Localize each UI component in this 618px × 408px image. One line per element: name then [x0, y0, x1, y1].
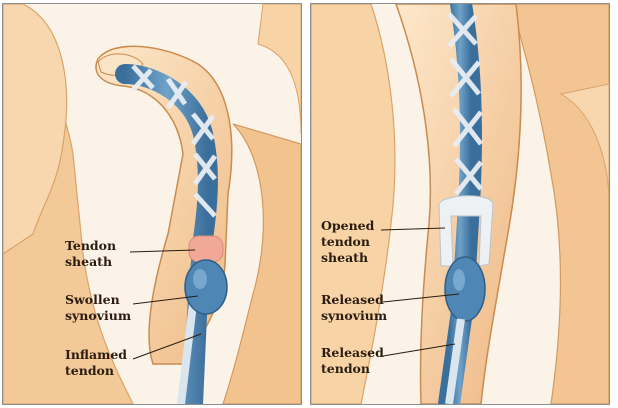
- label-released-synovium: Released synovium: [321, 292, 387, 324]
- label-inflamed-tendon: Inflamed tendon: [65, 347, 127, 379]
- tendon-sheath-shape: [189, 236, 223, 262]
- before-release-illustration: [3, 4, 301, 404]
- swollen-synovium-shape: [185, 260, 227, 314]
- label-swollen-synovium: Swollen synovium: [65, 292, 131, 324]
- after-release-illustration: [311, 4, 609, 404]
- label-opened-tendon-sheath: Opened tendon sheath: [321, 218, 374, 266]
- before-release-panel: Tendon sheath Swollen synovium Inflamed …: [2, 3, 302, 405]
- after-release-panel: Opened tendon sheath Released synovium R…: [310, 3, 610, 405]
- released-synovium-shape: [445, 257, 485, 321]
- label-tendon-sheath: Tendon sheath: [65, 238, 116, 270]
- label-released-tendon: Released tendon: [321, 345, 384, 377]
